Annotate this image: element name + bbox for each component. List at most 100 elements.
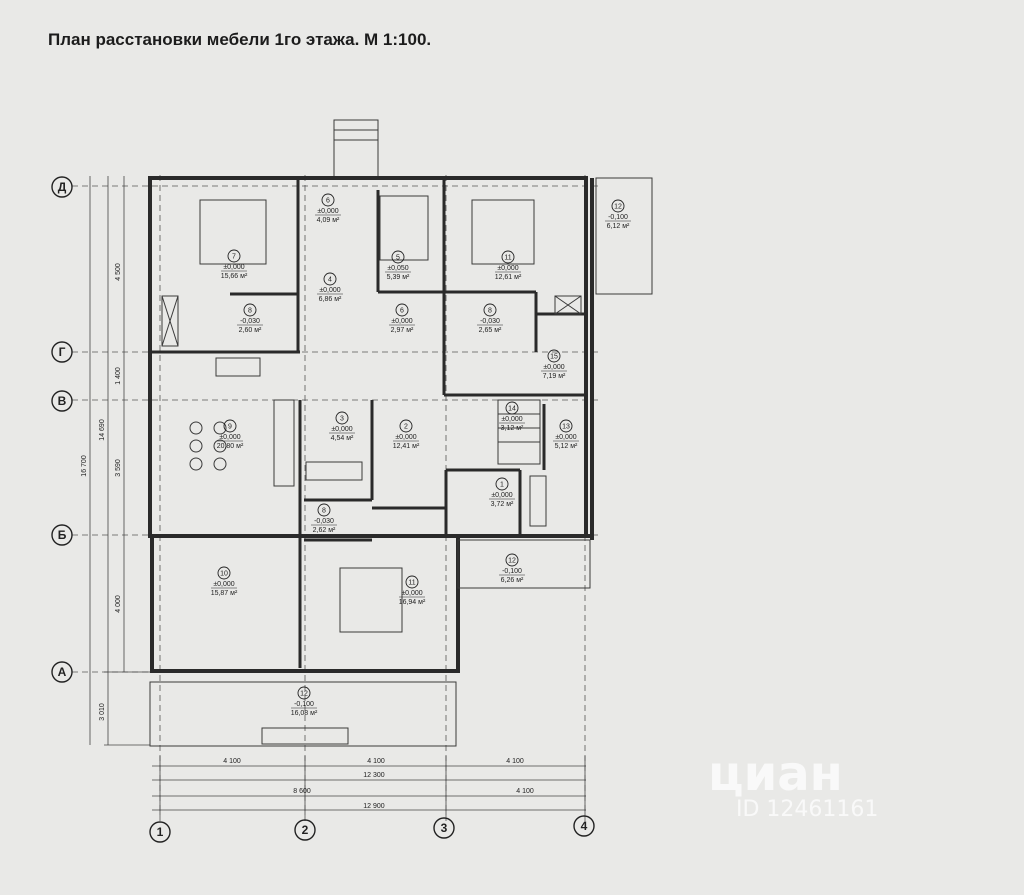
room-number: 15	[550, 354, 558, 361]
svg-text:4: 4	[581, 819, 588, 833]
room-number: 9	[228, 424, 232, 431]
bed-room-7	[199, 199, 267, 265]
room-area: 20,80 м²	[217, 443, 244, 450]
outer-walls	[148, 176, 594, 673]
axis-marker-g: Г	[51, 341, 73, 363]
closet-13	[529, 475, 547, 527]
svg-text:16 700: 16 700	[81, 455, 88, 477]
svg-text:3 010: 3 010	[99, 703, 106, 721]
svg-text:В: В	[58, 394, 67, 408]
axis-marker-4: 4	[573, 815, 595, 837]
kitchen-unit	[273, 399, 295, 487]
room-number: 5	[396, 255, 400, 262]
room-number: 12	[508, 558, 516, 565]
svg-text:4 500: 4 500	[115, 263, 122, 281]
room-number: 1	[500, 482, 504, 489]
room-level: ±0,000	[317, 208, 338, 215]
terrace	[149, 681, 457, 747]
bed-room-11-top	[471, 199, 535, 265]
room-number: 8	[488, 308, 492, 315]
svg-text:4 100: 4 100	[516, 788, 534, 795]
room-area: 2,62 м²	[313, 527, 336, 534]
room-level: ±0,000	[213, 581, 234, 588]
svg-text:1: 1	[157, 825, 164, 839]
svg-text:Д: Д	[58, 180, 67, 194]
room-level: ±0,000	[219, 434, 240, 441]
watermark-id: ID 12461161	[736, 797, 878, 822]
room-number: 12	[300, 691, 308, 698]
porch-top-right	[595, 177, 653, 295]
room-level: ±0,000	[555, 434, 576, 441]
room-area: 5,12 м²	[555, 443, 578, 450]
room-area: 4,09 м²	[317, 217, 340, 224]
kitchen-counter	[215, 357, 261, 377]
room-number: 6	[400, 308, 404, 315]
terrace-steps	[261, 727, 349, 745]
axis-marker-2: 2	[294, 819, 316, 841]
room-label-8: 8 -0,030 2,65 м²	[477, 303, 503, 334]
room-area: 2,97 м²	[391, 327, 414, 334]
svg-text:14 690: 14 690	[99, 419, 106, 441]
room-label-6: 6 ±0,000 2,97 м²	[389, 303, 415, 334]
svg-text:8 600: 8 600	[293, 788, 311, 795]
room-number: 2	[404, 424, 408, 431]
room-area: 2,60 м²	[239, 327, 262, 334]
room-area: 12,41 м²	[393, 443, 420, 450]
horizontal-dimensions: 4 100 4 100 4 100 12 300 8 600 4 100 12 …	[152, 756, 586, 815]
room-number: 11	[408, 580, 415, 587]
room-level: ±0,000	[391, 318, 412, 325]
room-number: 13	[562, 424, 570, 431]
room-area: 4,54 м²	[331, 435, 354, 442]
chimney	[333, 119, 379, 179]
room-number: 4	[328, 277, 332, 284]
svg-text:Г: Г	[59, 345, 66, 359]
furniture	[149, 177, 653, 747]
room-area: 6,26 м²	[501, 577, 524, 584]
axis-marker-3: 3	[433, 817, 455, 839]
room-area: 16,94 м²	[399, 599, 426, 606]
room-area: 15,66 м²	[221, 273, 248, 280]
room-level: -0,030	[240, 318, 260, 325]
svg-text:А: А	[58, 665, 67, 679]
plan-title: План расстановки мебели 1го этажа. М 1:1…	[48, 30, 432, 49]
axis-marker-1: 1	[149, 821, 171, 843]
room-level: -0,030	[480, 318, 500, 325]
svg-text:12 900: 12 900	[363, 803, 385, 810]
svg-text:4 000: 4 000	[115, 595, 122, 613]
room-level: ±0,000	[501, 416, 522, 423]
bed-room-11-bottom	[339, 567, 403, 633]
room-number: 8	[322, 508, 326, 515]
stairs	[497, 399, 541, 465]
watermark-brand: циан	[708, 746, 843, 802]
room-level: -0,100	[502, 568, 522, 575]
room-area: 2,65 м²	[479, 327, 502, 334]
svg-text:4 100: 4 100	[506, 758, 524, 765]
bathtub	[305, 461, 363, 481]
wardrobe-left	[161, 295, 179, 347]
room-number: 12	[614, 204, 622, 211]
svg-text:4 100: 4 100	[223, 758, 241, 765]
room-area: 3,72 м²	[491, 501, 514, 508]
closet-5	[379, 195, 429, 261]
axis-marker-b: Б	[51, 524, 73, 546]
room-area: 6,86 м²	[319, 296, 342, 303]
room-level: -0,100	[294, 701, 314, 708]
room-number: 8	[248, 308, 252, 315]
room-number: 3	[340, 416, 344, 423]
room-area: 15,87 м²	[211, 590, 238, 597]
room-number: 14	[508, 406, 516, 413]
room-label-12: 12 -0,100 6,26 м²	[499, 553, 525, 584]
svg-text:3 590: 3 590	[115, 459, 122, 477]
